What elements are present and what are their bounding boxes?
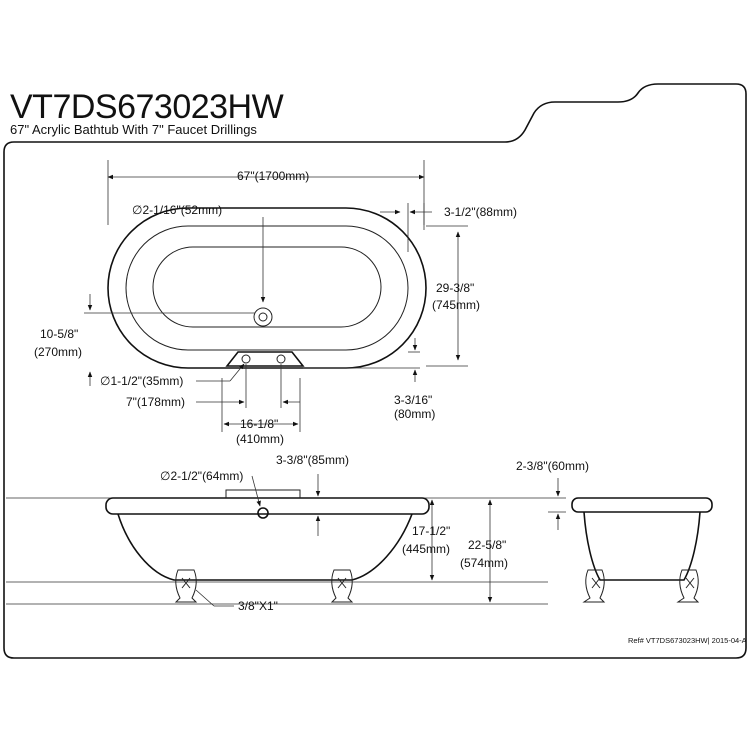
tub-basin (152, 246, 382, 328)
top-view: 67"(1700mm) ∅2-1/16"(52mm) 3-1/2"(88mm) … (34, 160, 517, 446)
dim-overall-height: 22-5/8" (468, 538, 506, 552)
claw-foot-icon (330, 569, 354, 603)
dim-overflow-diameter: ∅2-1/2"(64mm) (160, 469, 243, 483)
model-subtitle: 67" Acrylic Bathtub With 7" Faucet Drill… (10, 122, 257, 137)
dim-rim-width: 3-1/2"(88mm) (444, 205, 517, 219)
dim-overall-height-mm: (574mm) (460, 556, 508, 570)
dim-foot-bolt: 3/8"X1" (238, 599, 278, 613)
dim-overall-width-mm: (745mm) (432, 298, 480, 312)
dim-drain-diameter: ∅2-1/16"(52mm) (132, 203, 222, 217)
dim-overflow-drop: 3-3/8"(85mm) (276, 453, 349, 467)
overflow-icon (225, 489, 301, 519)
dim-overall-length: 67"(1700mm) (237, 169, 309, 183)
tub-outer-rim (107, 207, 427, 369)
dim-interior-depth: 17-1/2" (412, 524, 450, 538)
model-title: VT7DS673023HW (10, 88, 284, 126)
dim-drain-offset-mm: (270mm) (34, 345, 82, 359)
reference-number: Ref# VT7DS673023HW| 2015-04-A (628, 636, 747, 645)
drain-icon (253, 307, 273, 327)
drawing-frame (3, 83, 747, 659)
end-rim (571, 497, 713, 513)
dim-faucet-setback-mm: (80mm) (394, 407, 435, 421)
dim-rim-height: 2-3/8"(60mm) (516, 459, 589, 473)
dim-interior-depth-mm: (445mm) (402, 542, 450, 556)
side-body (117, 513, 413, 581)
end-body (583, 511, 701, 581)
dim-faucet-setback: 3-3/16" (394, 393, 432, 407)
claw-foot-icon (582, 569, 606, 603)
end-view: 2-3/8"(60mm) (516, 459, 713, 603)
tub-inner-rim (125, 225, 409, 351)
dim-faucet-hole: ∅1-1/2"(35mm) (100, 374, 183, 388)
dim-faucet-spacing: 7"(178mm) (126, 395, 185, 409)
dim-drain-offset: 10-5/8" (40, 327, 78, 341)
dim-faucet-position: 16-1/8" (240, 417, 278, 431)
claw-foot-icon (676, 569, 700, 603)
dim-overall-width: 29-3/8" (436, 281, 474, 295)
side-view: ∅2-1/2"(64mm) 3-3/8"(85mm) 17-1/2" (445m… (6, 453, 548, 613)
dim-faucet-position-mm: (410mm) (236, 432, 284, 446)
faucet-deck-icon (225, 351, 305, 367)
claw-foot-icon (174, 569, 198, 603)
